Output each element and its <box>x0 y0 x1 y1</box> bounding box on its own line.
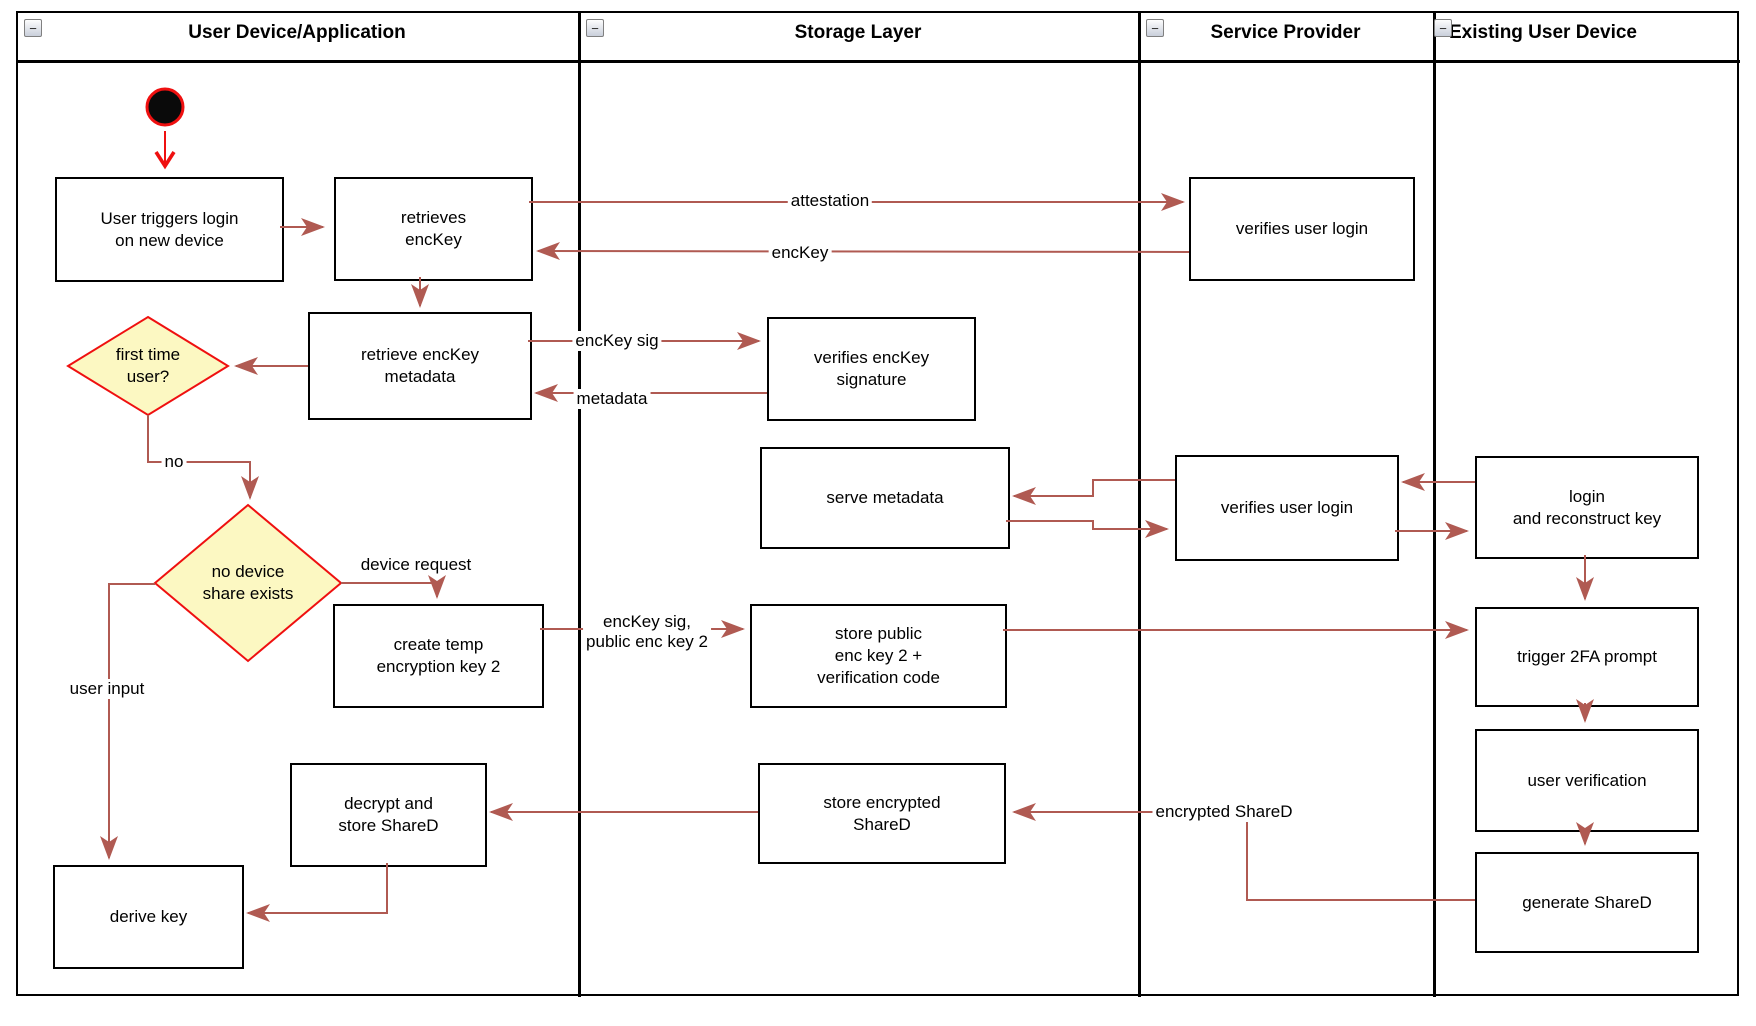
lane-divider-2 <box>1138 11 1141 997</box>
node-derive-key[interactable]: derive key <box>53 865 244 969</box>
node-verifies-enckey-signature[interactable]: verifies encKey signature <box>767 317 976 421</box>
node-user-triggers-login[interactable]: User triggers login on new device <box>55 177 284 282</box>
node-generate-shared[interactable]: generate ShareD <box>1475 852 1699 953</box>
lane-divider-1 <box>578 11 581 997</box>
node-trigger-2fa-prompt[interactable]: trigger 2FA prompt <box>1475 607 1699 707</box>
node-login-reconstruct-key[interactable]: login and reconstruct key <box>1475 456 1699 559</box>
node-retrieves-enckey[interactable]: retrieves encKey <box>334 177 533 281</box>
node-create-temp-key[interactable]: create temp encryption key 2 <box>333 604 544 708</box>
edge-label-enckey-sig: encKey sig <box>572 331 662 351</box>
lane-header-storage-layer[interactable]: Storage Layer <box>794 22 922 43</box>
collapse-lane-icon[interactable]: − <box>24 19 42 37</box>
lane-header-separator <box>16 60 1740 63</box>
lane-header-existing-user-device[interactable]: Existing User Device <box>1449 22 1637 43</box>
lane-header-service-provider[interactable]: Service Provider <box>1210 22 1361 43</box>
edge-label-enckey: encKey <box>768 243 832 263</box>
edge-label-metadata: metadata <box>573 389 651 409</box>
edge-label-encrypted-shared: encrypted ShareD <box>1152 802 1296 822</box>
collapse-lane-icon[interactable]: − <box>1146 19 1164 37</box>
edge-label-user-input: user input <box>66 679 148 699</box>
edge-label-device-request: device request <box>357 555 475 575</box>
lane-header-user-device[interactable]: User Device/Application <box>188 22 406 43</box>
node-serve-metadata[interactable]: serve metadata <box>760 447 1010 549</box>
node-verifies-user-login-1[interactable]: verifies user login <box>1189 177 1415 281</box>
node-store-public-key[interactable]: store public enc key 2 + verification co… <box>750 604 1007 708</box>
node-user-verification[interactable]: user verification <box>1475 729 1699 832</box>
decision-first-time-user-label: first time user? <box>115 345 181 386</box>
collapse-lane-icon[interactable]: − <box>1434 19 1452 37</box>
collapse-lane-icon[interactable]: − <box>586 19 604 37</box>
edge-label-enckey-sig-public: encKey sig, public enc key 2 <box>583 612 711 652</box>
node-store-encrypted-shared[interactable]: store encrypted ShareD <box>758 763 1006 864</box>
node-decrypt-store-shared[interactable]: decrypt and store ShareD <box>290 763 487 867</box>
node-retrieve-enckey-metadata[interactable]: retrieve encKey metadata <box>308 312 532 420</box>
edge-label-no: no <box>161 452 187 472</box>
node-verifies-user-login-2[interactable]: verifies user login <box>1175 455 1399 561</box>
edge-label-attestation: attestation <box>787 191 873 211</box>
decision-no-device-share-label: no device share exists <box>202 562 294 603</box>
lane-divider-3 <box>1433 11 1436 997</box>
